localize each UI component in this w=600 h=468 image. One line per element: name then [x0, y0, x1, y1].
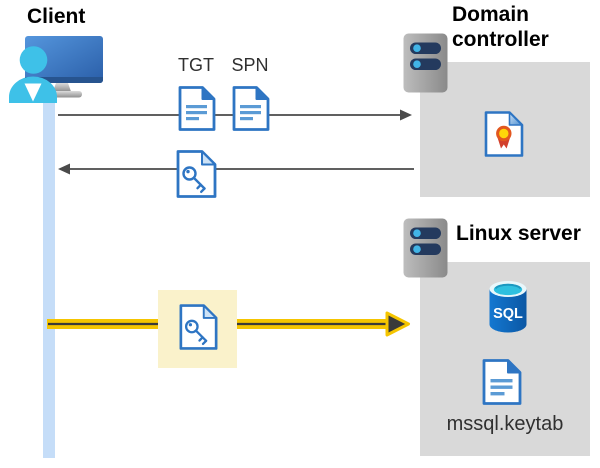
tgt-document-icon: [178, 86, 216, 131]
keytab-document-icon: [482, 359, 522, 405]
monitor-shape: [25, 36, 103, 83]
client-timeline: [43, 88, 55, 458]
certificate-icon: [484, 111, 524, 157]
arrow-dc-to-client: [58, 163, 414, 175]
linux-server-label: Linux server: [456, 222, 581, 245]
arrow-client-to-dc: [58, 109, 412, 121]
service-ticket-document-icon: [176, 150, 217, 198]
keytab-label: mssql.keytab: [446, 413, 564, 435]
domain-controller-label: Domain controller: [452, 3, 549, 51]
sql-badge-label: SQL: [493, 306, 523, 322]
tgt-label: TGT: [178, 55, 214, 75]
keytab-ticket-document-icon: [179, 304, 218, 350]
client-workstation-icon: [9, 36, 103, 103]
client-label: Client: [27, 5, 86, 28]
sql-database-icon: SQL: [489, 281, 527, 333]
linux-server-icon: [403, 218, 448, 278]
spn-label: SPN: [231, 55, 269, 75]
spn-document-icon: [232, 86, 270, 131]
user-shape: [19, 46, 48, 74]
dc-server-icon: [403, 33, 448, 93]
